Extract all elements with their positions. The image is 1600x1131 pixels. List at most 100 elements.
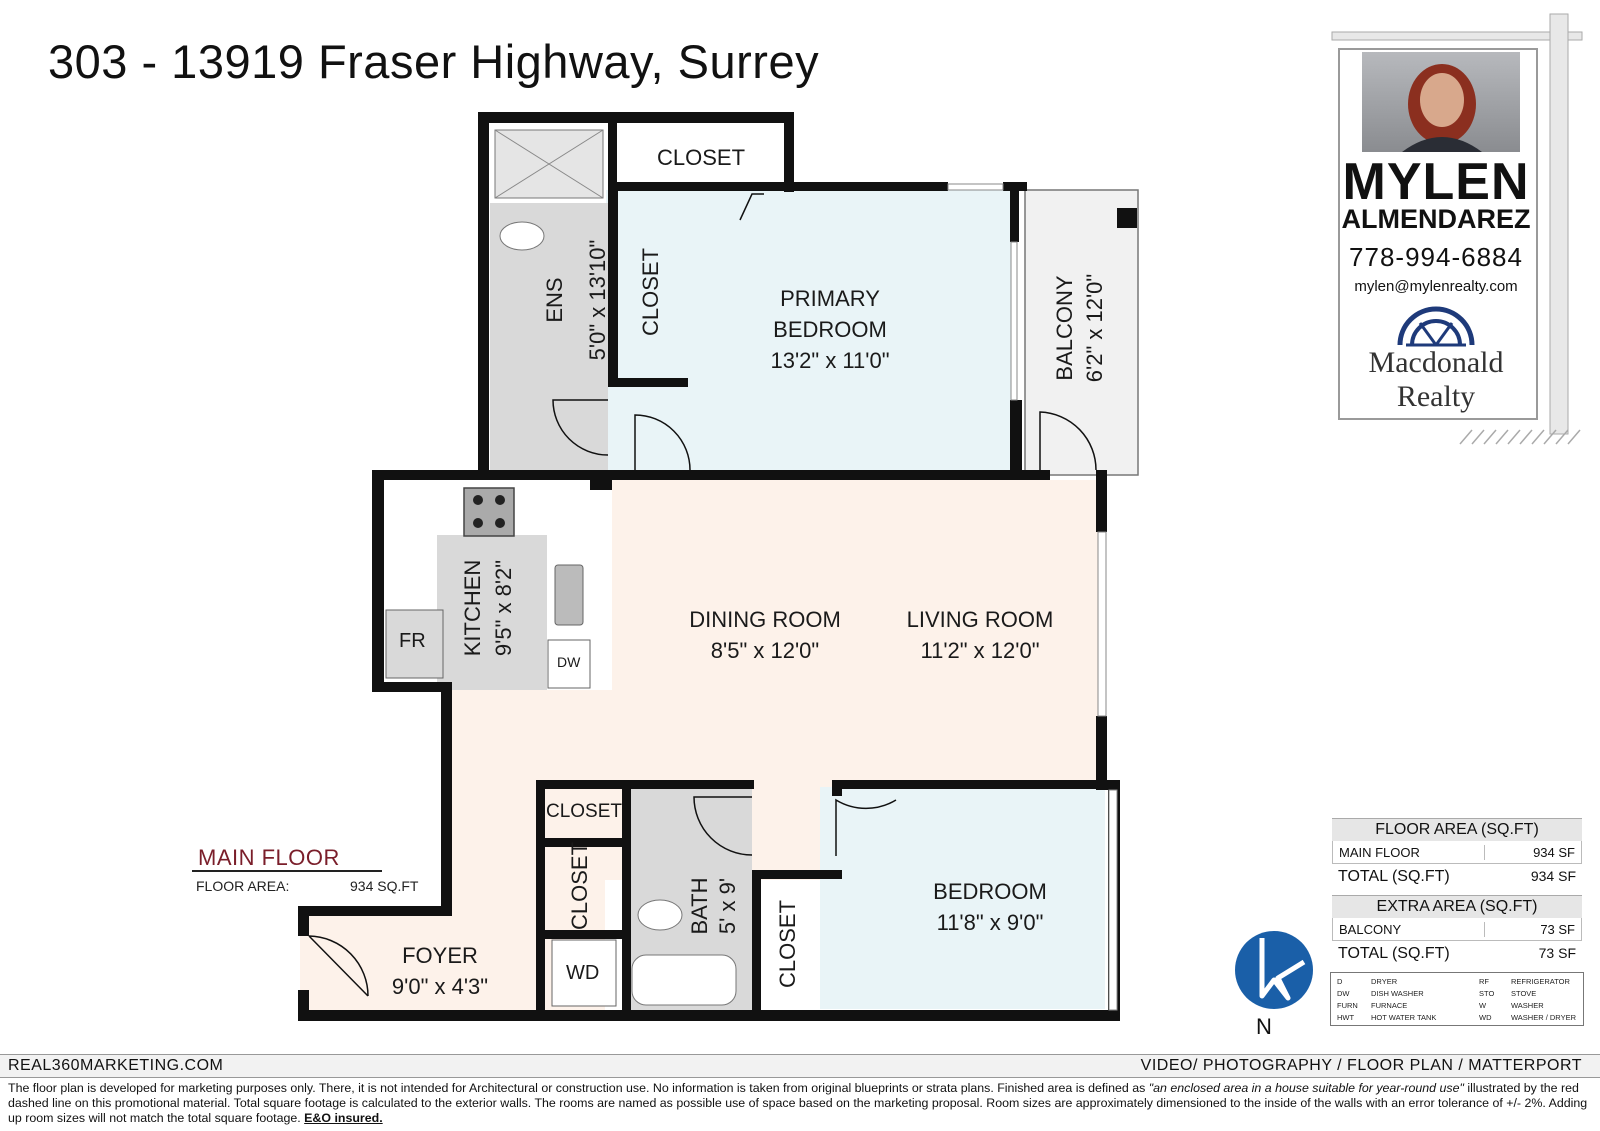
washer-dryer xyxy=(551,939,617,1007)
living-room-label: LIVING ROOM 11'2" x 12'0" xyxy=(880,604,1080,666)
closet-hall-2-label: CLOSET xyxy=(567,841,592,931)
compass-north-icon xyxy=(1235,931,1313,1009)
legend-code: RF xyxy=(1479,977,1489,986)
floor-area-label: FLOOR AREA: xyxy=(196,878,290,894)
legend-text: REFRIGERATOR xyxy=(1511,977,1570,986)
primary-bedroom-label: PRIMARY BEDROOM 13'2" x 11'0" xyxy=(720,283,940,376)
fridge xyxy=(385,609,444,679)
foyer-size: 9'0" x 4'3" xyxy=(391,974,489,999)
legend-text: STOVE xyxy=(1511,989,1537,998)
washer-dryer-label: WD xyxy=(566,962,600,984)
legend-code: D xyxy=(1337,977,1343,986)
closet-left-label: CLOSET xyxy=(638,247,663,337)
legend-text: DISH WASHER xyxy=(1371,989,1424,998)
extra-area-table-heading: EXTRA AREA (SQ.FT) xyxy=(1332,895,1582,918)
closet-hall-1-label: CLOSET xyxy=(545,801,623,822)
ensuite-size: 5'0" x 13'10" xyxy=(585,239,610,361)
extra-area-table-row: BALCONY 73 SF xyxy=(1332,918,1582,941)
dishwasher xyxy=(547,639,591,689)
extra-area-table: EXTRA AREA (SQ.FT) BALCONY 73 SF TOTAL (… xyxy=(1332,895,1582,967)
bedroom-size: 11'8" x 9'0" xyxy=(936,910,1044,935)
dining-room-name: DINING ROOM xyxy=(689,607,841,632)
toilet-bath xyxy=(637,899,683,931)
closet-top-label: CLOSET xyxy=(656,145,746,170)
floor-area-table-row: MAIN FLOOR 934 SF xyxy=(1332,841,1582,864)
living-room-size: 11'2" x 12'0" xyxy=(920,638,1040,663)
disclaimer-insured: E&O insured. xyxy=(304,1111,383,1125)
brokerage-name-2: Realty xyxy=(1396,380,1476,413)
legend-text: HOT WATER TANK xyxy=(1371,1013,1437,1022)
north-label: N xyxy=(1256,1014,1272,1039)
sink xyxy=(554,564,584,626)
kitchen-fill xyxy=(437,535,547,690)
floor-area-row-value: 934 SF xyxy=(1484,844,1575,860)
stove xyxy=(463,487,515,537)
foyer-name: FOYER xyxy=(402,943,478,968)
balcony-size: 6'2" x 12'0" xyxy=(1082,273,1107,383)
legend-code: FURN xyxy=(1337,1001,1358,1010)
page-title: 303 - 13919 Fraser Highway, Surrey xyxy=(48,35,820,88)
floor-area-total-value: 934 SF xyxy=(1530,868,1576,884)
legend-text: WASHER xyxy=(1511,1001,1544,1010)
primary-bedroom-fill xyxy=(606,190,1014,475)
balcony-name: BALCONY xyxy=(1052,275,1077,381)
brokerage-name-1: Macdonald xyxy=(1368,346,1504,379)
kitchen-size: 9'5" x 8'2" xyxy=(491,559,516,657)
agent-first-name: MYLEN xyxy=(1342,153,1530,211)
tub xyxy=(631,954,737,1006)
agent-phone: 778-994-6884 xyxy=(1349,242,1523,272)
floor-area-value: 934 SQ.FT xyxy=(350,878,419,894)
brokerage-logo-icon xyxy=(1397,306,1475,347)
foyer-fill xyxy=(300,915,540,1010)
closet-bedroom-label: CLOSET xyxy=(775,899,800,989)
ensuite-fill xyxy=(490,203,608,475)
extra-area-total-value: 73 SF xyxy=(1538,945,1576,961)
footer-website: REAL360MARKETING.COM xyxy=(8,1057,224,1074)
living-room-name: LIVING ROOM xyxy=(906,607,1054,632)
main-floor-label: MAIN FLOOR xyxy=(198,845,340,870)
disclaimer-quote: "an enclosed area in a house suitable fo… xyxy=(1148,1081,1464,1095)
floor-area-total: TOTAL (SQ.FT) 934 SF xyxy=(1332,864,1582,890)
sign-post xyxy=(1331,13,1583,445)
agent-photo xyxy=(1362,52,1520,152)
dishwasher-label: DW xyxy=(557,654,581,670)
bedroom-label: BEDROOM 11'8" x 9'0" xyxy=(900,876,1080,938)
legend-text: FURNACE xyxy=(1371,1001,1408,1010)
primary-bedroom-size: 13'2" x 11'0" xyxy=(770,348,890,373)
legend-text: DRYER xyxy=(1371,977,1398,986)
kitchen-name: KITCHEN xyxy=(460,559,485,657)
disclaimer: The floor plan is developed for marketin… xyxy=(8,1081,1588,1126)
dining-room-size: 8'5" x 12'0" xyxy=(710,638,820,663)
ensuite-name: ENS xyxy=(542,277,567,323)
extra-area-row-label: BALCONY xyxy=(1339,921,1402,937)
extra-area-total: TOTAL (SQ.FT) 73 SF xyxy=(1332,941,1582,967)
primary-bedroom-name-2: BEDROOM xyxy=(773,317,887,342)
legend-code: STO xyxy=(1479,989,1495,998)
foyer-label: FOYER 9'0" x 4'3" xyxy=(370,940,510,1002)
main-floor-divider xyxy=(192,870,382,872)
disclaimer-text-1: The floor plan is developed for marketin… xyxy=(8,1081,1149,1095)
abbreviation-legend: D DRYER DW DISH WASHER FURN FURNACE HWT … xyxy=(1330,972,1584,1026)
floor-area-total-label: TOTAL (SQ.FT) xyxy=(1338,868,1450,885)
legend-code: HWT xyxy=(1337,1013,1355,1022)
footer-bar xyxy=(0,1054,1600,1078)
legend-text: WASHER / DRYER xyxy=(1511,1013,1577,1022)
agent-last-name: ALMENDAREZ xyxy=(1341,204,1531,234)
disclaimer-text-2: illustrated by the red dashed line on th… xyxy=(8,1081,1588,1125)
footer-services: VIDEO/ PHOTOGRAPHY / FLOOR PLAN / MATTER… xyxy=(1140,1057,1582,1074)
floor-area-row-label: MAIN FLOOR xyxy=(1339,844,1420,860)
floor-area-table-heading: FLOOR AREA (SQ.FT) xyxy=(1332,818,1582,841)
bedroom-name: BEDROOM xyxy=(933,879,1047,904)
primary-bedroom-name-1: PRIMARY xyxy=(780,286,880,311)
balcony-fill xyxy=(1024,189,1139,476)
living-dining-fill xyxy=(600,480,1105,780)
bedroom-fill xyxy=(820,787,1105,1009)
toilet-ensuite xyxy=(499,221,545,251)
legend-code: DW xyxy=(1337,989,1350,998)
floor-area-table: FLOOR AREA (SQ.FT) MAIN FLOOR 934 SF TOT… xyxy=(1332,818,1582,890)
dining-room-label: DINING ROOM 8'5" x 12'0" xyxy=(670,604,860,666)
legend-code: WD xyxy=(1479,1013,1492,1022)
extra-area-row-value: 73 SF xyxy=(1484,921,1575,937)
extra-area-total-label: TOTAL (SQ.FT) xyxy=(1338,945,1450,962)
